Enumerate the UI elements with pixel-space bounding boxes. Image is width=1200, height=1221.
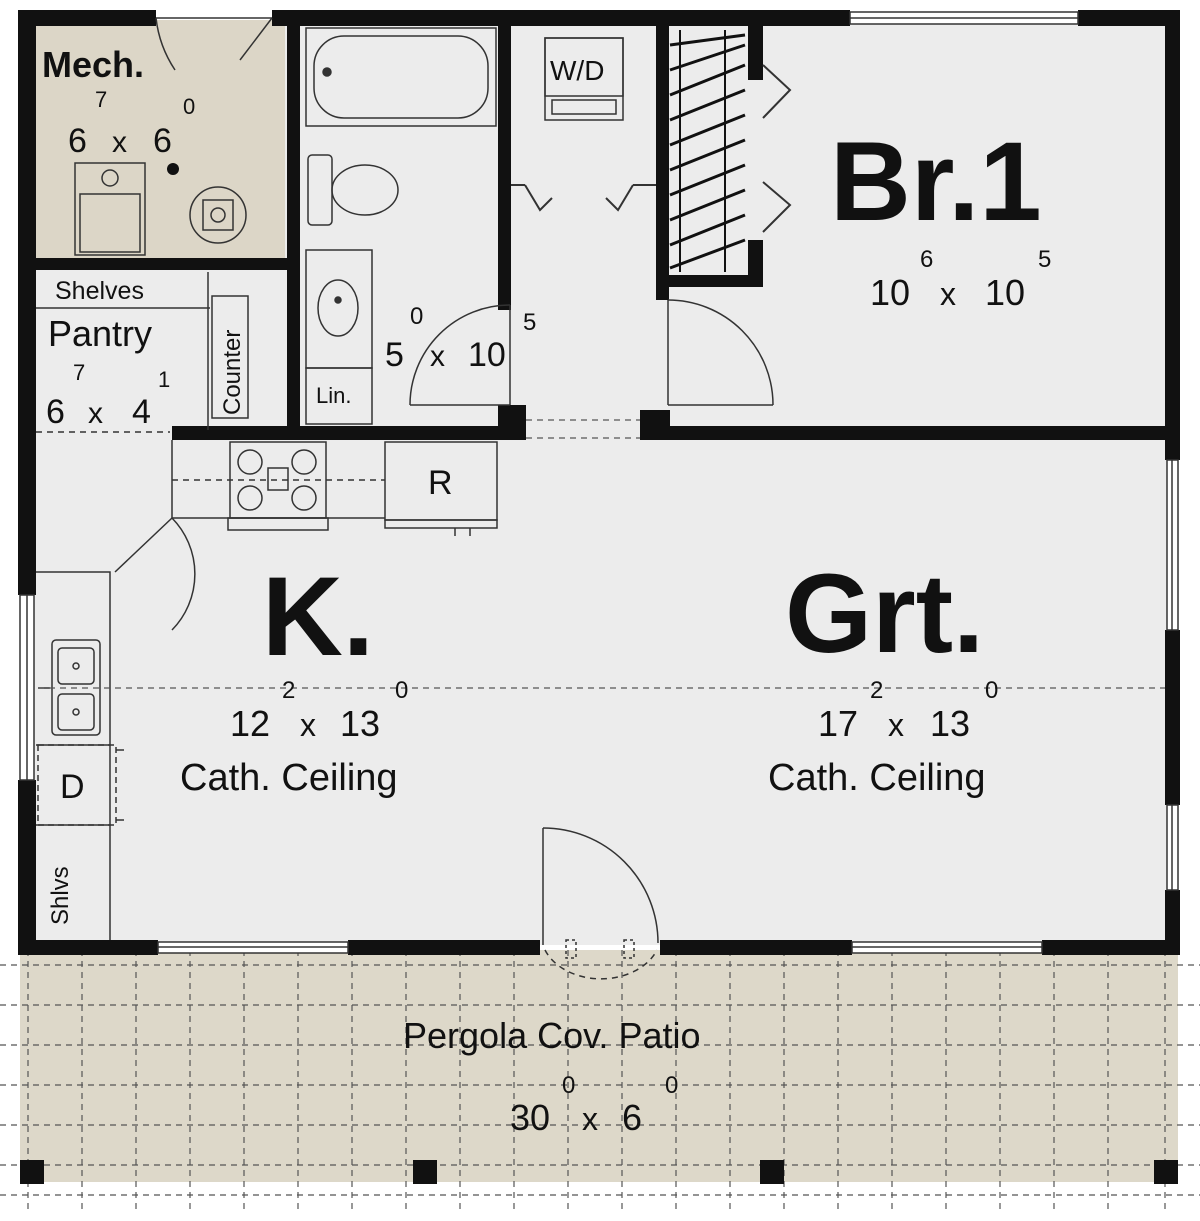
- washer-dryer-icon: [544, 37, 624, 121]
- great-room-ceiling-label: Cath. Ceiling: [768, 757, 986, 799]
- great-room-width-fraction: 2: [870, 677, 883, 704]
- water-heater-icon: [189, 186, 247, 244]
- dishwasher-label: D: [60, 768, 85, 806]
- closet-shelving: [669, 30, 746, 272]
- kitchen-width: 12: [230, 703, 270, 744]
- bath-height: 10: [468, 336, 506, 374]
- bedroom-width: 10: [870, 272, 910, 313]
- toilet-icon: [307, 154, 399, 226]
- pergola-posts: [20, 1160, 1178, 1184]
- mech-times-sign: x: [112, 126, 127, 159]
- great-room-width: 17: [818, 703, 858, 744]
- pantry-width: 6: [46, 393, 65, 431]
- range-icon: [227, 441, 329, 531]
- bath-door: [409, 304, 511, 406]
- pantry-height-fraction: 1: [158, 367, 170, 392]
- patio-width-fraction: 0: [562, 1072, 575, 1099]
- pantry-counter-label: Counter: [219, 330, 246, 415]
- great-room-name: Grt.: [785, 551, 984, 676]
- refrigerator-label: R: [428, 464, 453, 502]
- patio-width: 30: [510, 1097, 550, 1138]
- pantry-height: 4: [132, 393, 151, 431]
- bedroom-width-fraction: 6: [920, 246, 933, 273]
- linen-closet-label: Lin.: [316, 383, 351, 408]
- pantry-shelves-label: Shelves: [55, 277, 144, 305]
- bath-height-fraction: 5: [523, 309, 536, 336]
- refrigerator-icon: [384, 441, 498, 536]
- washer-dryer-label: W/D: [550, 55, 604, 86]
- patio-floor: [20, 950, 1178, 1182]
- bedroom-name: Br.1: [830, 119, 1042, 244]
- closet-bifold-doors: [762, 64, 792, 233]
- patio-height-fraction: 0: [665, 1072, 678, 1099]
- mech-door: [155, 17, 273, 71]
- kitchen-height: 13: [340, 703, 380, 744]
- great-room-height-fraction: 0: [985, 677, 998, 704]
- kitchen-times-sign: x: [300, 707, 316, 743]
- bath-width: 5: [385, 336, 404, 374]
- mech-height-fraction: 0: [183, 94, 195, 119]
- patio-height: 6: [622, 1097, 642, 1138]
- mech-room-name: Mech.: [42, 44, 144, 85]
- bath-width-fraction: 0: [410, 303, 423, 330]
- hall-door: [667, 299, 774, 406]
- bedroom-height: 10: [985, 272, 1025, 313]
- kitchen-name: K.: [262, 554, 374, 679]
- hall-opening: [526, 419, 640, 439]
- bath-times-sign: x: [430, 340, 445, 373]
- patio-name: Pergola Cov. Patio: [403, 1015, 701, 1056]
- sink-vanity-icon: [305, 249, 373, 425]
- mech-width: 6: [68, 122, 87, 160]
- pantry-width-fraction: 7: [73, 360, 85, 385]
- exterior-walls: [18, 10, 1180, 955]
- entry-door: [542, 827, 659, 980]
- mech-room-floor: [30, 20, 285, 260]
- interior-walls: [28, 20, 1180, 440]
- pantry-times-sign: x: [88, 397, 103, 430]
- pantry-fixtures: [36, 272, 249, 433]
- pantry-name: Pantry: [48, 313, 152, 354]
- kitchen-width-fraction: 2: [282, 677, 295, 704]
- kitchen-pantry-door: [114, 517, 196, 631]
- patio-times-sign: x: [582, 1101, 598, 1137]
- great-room-times-sign: x: [888, 707, 904, 743]
- mech-width-fraction: 7: [95, 87, 107, 112]
- kitchen-ceiling-label: Cath. Ceiling: [180, 757, 398, 799]
- bathtub-icon: [305, 27, 497, 127]
- bedroom-height-fraction: 5: [1038, 246, 1051, 273]
- dishwasher-icon: [37, 744, 124, 826]
- great-room-height: 13: [930, 703, 970, 744]
- kitchen-height-fraction: 0: [395, 677, 408, 704]
- furnace-icon: [74, 162, 146, 256]
- floor-drain-icon: [167, 163, 179, 175]
- pergola-grid: [0, 950, 1200, 1210]
- bedroom-times-sign: x: [940, 276, 956, 312]
- windows: [19, 11, 1179, 954]
- laundry-bifold-doors: [511, 184, 656, 212]
- mech-height: 6: [153, 122, 172, 160]
- kitchen-shelves-label: Shlvs: [47, 866, 74, 925]
